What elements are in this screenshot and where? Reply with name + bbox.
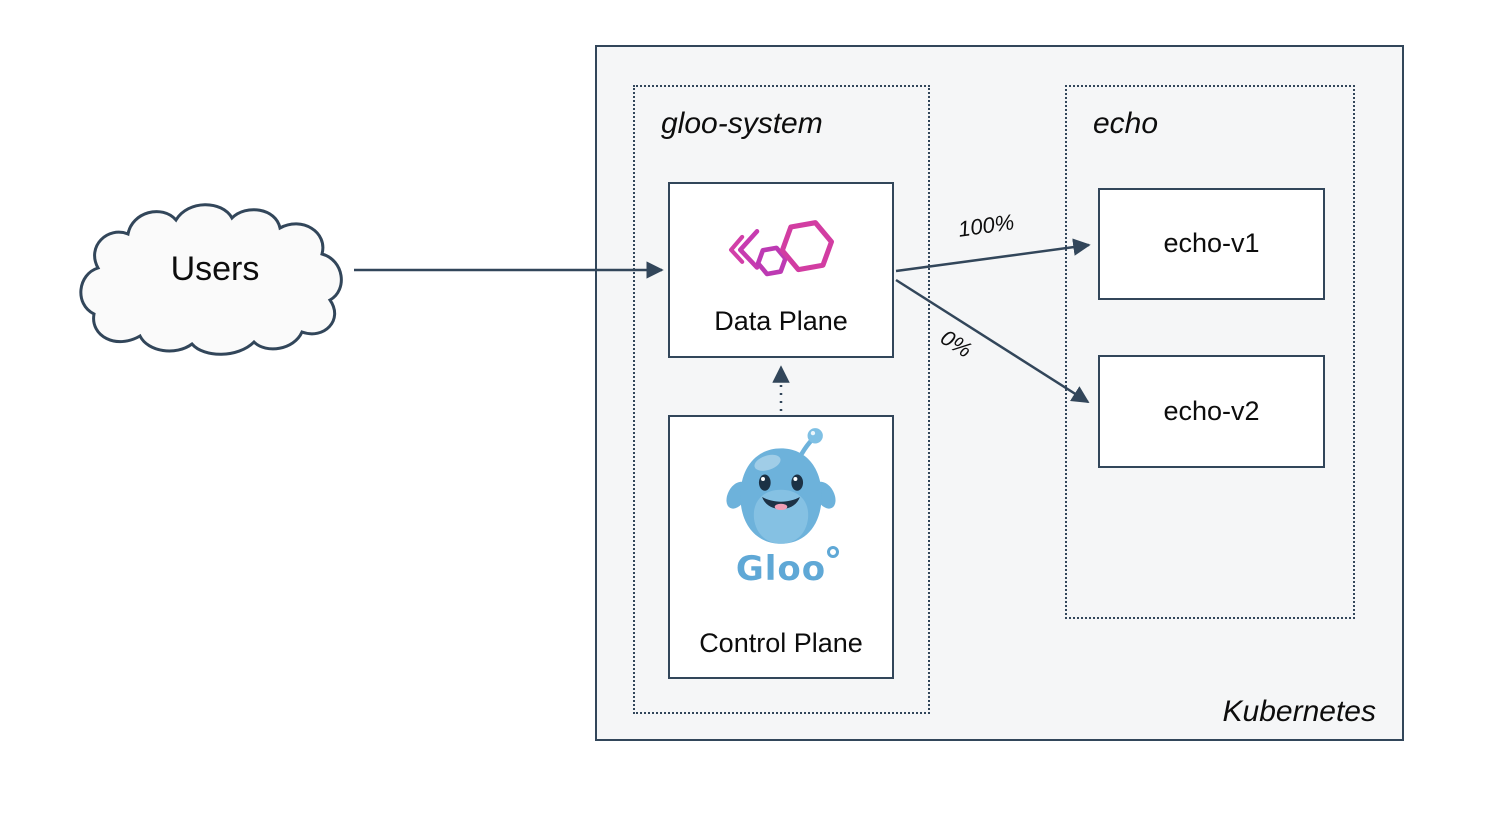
echo-label: echo — [1093, 107, 1159, 140]
gloo-gateway-icon — [729, 220, 834, 277]
gloo-system-label: gloo-system — [661, 107, 823, 140]
echo-namespace-box: echo — [1065, 85, 1355, 619]
echo-v1-label: echo-v1 — [1163, 228, 1260, 259]
echo-v1-box: echo-v1 — [1098, 188, 1325, 300]
gloo-wordmark: Gloo — [735, 546, 840, 589]
gloo-mascot-icon — [726, 428, 836, 544]
echo-v2-label: echo-v2 — [1163, 395, 1260, 426]
kubernetes-label: Kubernetes — [1222, 695, 1376, 728]
control-plane-label: Control Plane — [699, 628, 863, 659]
control-plane-box: Gloo Control Plane — [668, 415, 894, 679]
data-plane-label: Data Plane — [714, 306, 848, 337]
data-plane-box: Data Plane — [668, 182, 894, 358]
echo-v2-box: echo-v2 — [1098, 355, 1325, 468]
users-label: Users — [170, 250, 260, 288]
